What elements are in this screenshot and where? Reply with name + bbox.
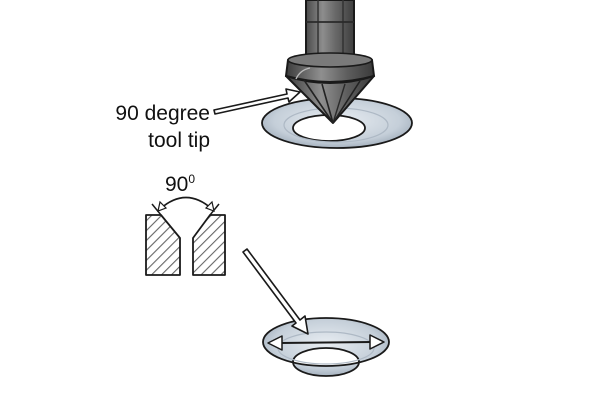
tool-tip-label-line1: 90 degree (115, 102, 210, 125)
angle-arc-icon (157, 196, 215, 212)
angle-value: 90 (165, 173, 189, 196)
countersink-bit-icon (284, 0, 376, 124)
angle-superscript: 0 (188, 172, 196, 186)
pointer-arrow-icon (213, 88, 301, 115)
tool-tip-label-line2: tool tip (148, 129, 210, 153)
cross-section (145, 203, 226, 276)
angle-label: 900 (165, 171, 225, 198)
tool-tip-label: 90 degree tool tip (80, 100, 210, 155)
washer-bottom (262, 317, 390, 377)
diagonal-arrow-icon (242, 248, 309, 335)
diameter-arrow-icon (267, 334, 385, 351)
